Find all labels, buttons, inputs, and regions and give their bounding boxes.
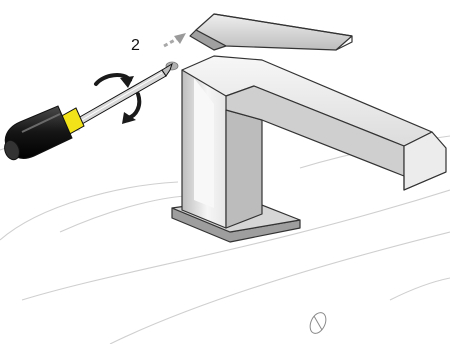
step-number-label: 2	[131, 37, 140, 54]
faucet-icon	[171, 13, 447, 243]
pull-arrow-icon	[163, 33, 186, 48]
drain-icon	[309, 312, 327, 334]
screwdriver-icon	[4, 62, 173, 161]
counterclockwise-arrow-icon	[94, 73, 142, 124]
